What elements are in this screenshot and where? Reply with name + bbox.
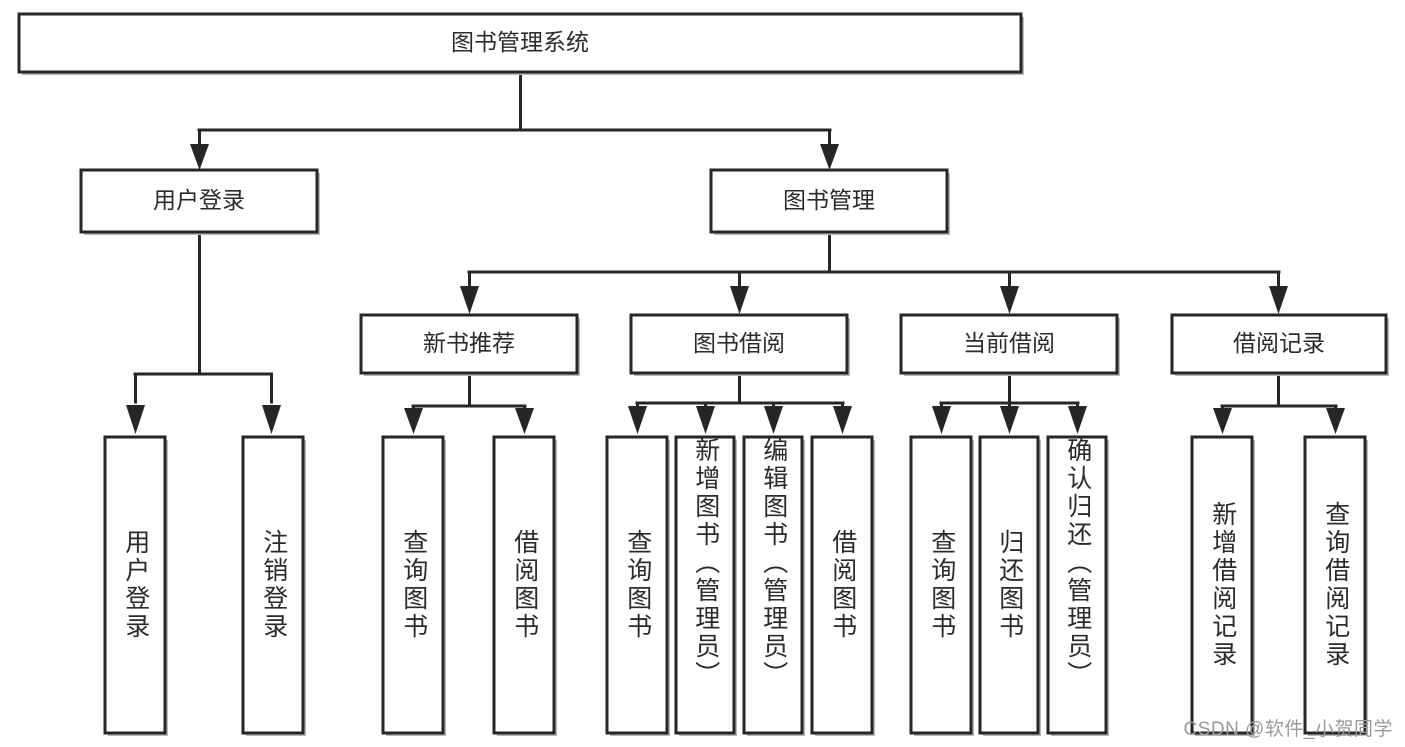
node-book-management-label: 图书管理 <box>783 187 875 213</box>
arrow-head-leaf-logout <box>262 405 281 434</box>
leaf-node-logout[interactable] <box>241 435 306 736</box>
arrow-head-br-leaf1 <box>1213 408 1232 434</box>
node-new-book-recommend-label: 新书推荐 <box>423 330 515 356</box>
node-user-login[interactable]: 用户登录 <box>79 168 320 235</box>
arrow-head-cb-leaf2 <box>1000 406 1019 434</box>
arrow-head-book-borrow <box>730 286 749 314</box>
node-current-borrow[interactable]: 当前借阅 <box>899 313 1120 376</box>
leaf-node-nbr-query-book[interactable] <box>381 435 446 736</box>
leaf-node-br-query-record[interactable] <box>1303 435 1368 736</box>
node-new-book-recommend[interactable]: 新书推荐 <box>359 313 580 376</box>
leaf-node-bb-add-book[interactable] <box>674 435 737 736</box>
arrow-head-bb-leaf3 <box>764 406 783 434</box>
arrow-head-borrow-record <box>1269 286 1288 314</box>
node-borrow-record[interactable]: 借阅记录 <box>1170 313 1389 376</box>
node-current-borrow-label: 当前借阅 <box>963 330 1055 356</box>
leaf-node-cb-query-book[interactable] <box>909 435 974 736</box>
leaf-node-nbr-borrow-book[interactable] <box>492 435 557 736</box>
arrow-head-current-borrow <box>1000 286 1019 314</box>
arrow-head-user-login <box>190 144 209 170</box>
leaf-node-cb-confirm-return[interactable] <box>1046 435 1109 736</box>
leaf-node-bb-borrow-book[interactable] <box>810 435 875 736</box>
node-book-borrow[interactable]: 图书借阅 <box>629 313 850 376</box>
arrow-head-book-manage <box>820 144 839 170</box>
arrow-head-br-leaf2 <box>1326 408 1345 434</box>
arrow-head-bb-leaf1 <box>628 406 647 434</box>
node-book-management[interactable]: 图书管理 <box>709 168 950 235</box>
node-root-system-label: 图书管理系统 <box>451 29 589 55</box>
arrow-head-cb-leaf1 <box>932 406 951 434</box>
arrow-head-bb-leaf2 <box>696 406 715 434</box>
node-book-borrow-label: 图书借阅 <box>693 330 785 356</box>
node-borrow-record-label: 借阅记录 <box>1233 330 1325 356</box>
leaf-node-bb-edit-book[interactable] <box>742 435 805 736</box>
connector-group <box>126 70 1345 434</box>
leaf-node-user-login[interactable] <box>103 435 168 736</box>
leaf-node-bb-query-book[interactable] <box>605 435 670 736</box>
arrow-head-nbr-leaf1 <box>404 408 423 434</box>
leaf-node-cb-return-book[interactable] <box>978 435 1041 736</box>
leaf-boxes-group <box>103 435 1368 736</box>
arrow-head-nbr-leaf2 <box>515 408 534 434</box>
arrow-head-bb-leaf4 <box>833 406 852 434</box>
arrow-head-cb-leaf3 <box>1068 406 1087 434</box>
arrow-head-new-book <box>460 286 479 314</box>
arrow-head-leaf-user-login <box>126 405 145 434</box>
node-user-login-label: 用户登录 <box>153 187 245 213</box>
node-root-system[interactable]: 图书管理系统 <box>17 12 1024 75</box>
leaf-node-br-add-record[interactable] <box>1190 435 1255 736</box>
